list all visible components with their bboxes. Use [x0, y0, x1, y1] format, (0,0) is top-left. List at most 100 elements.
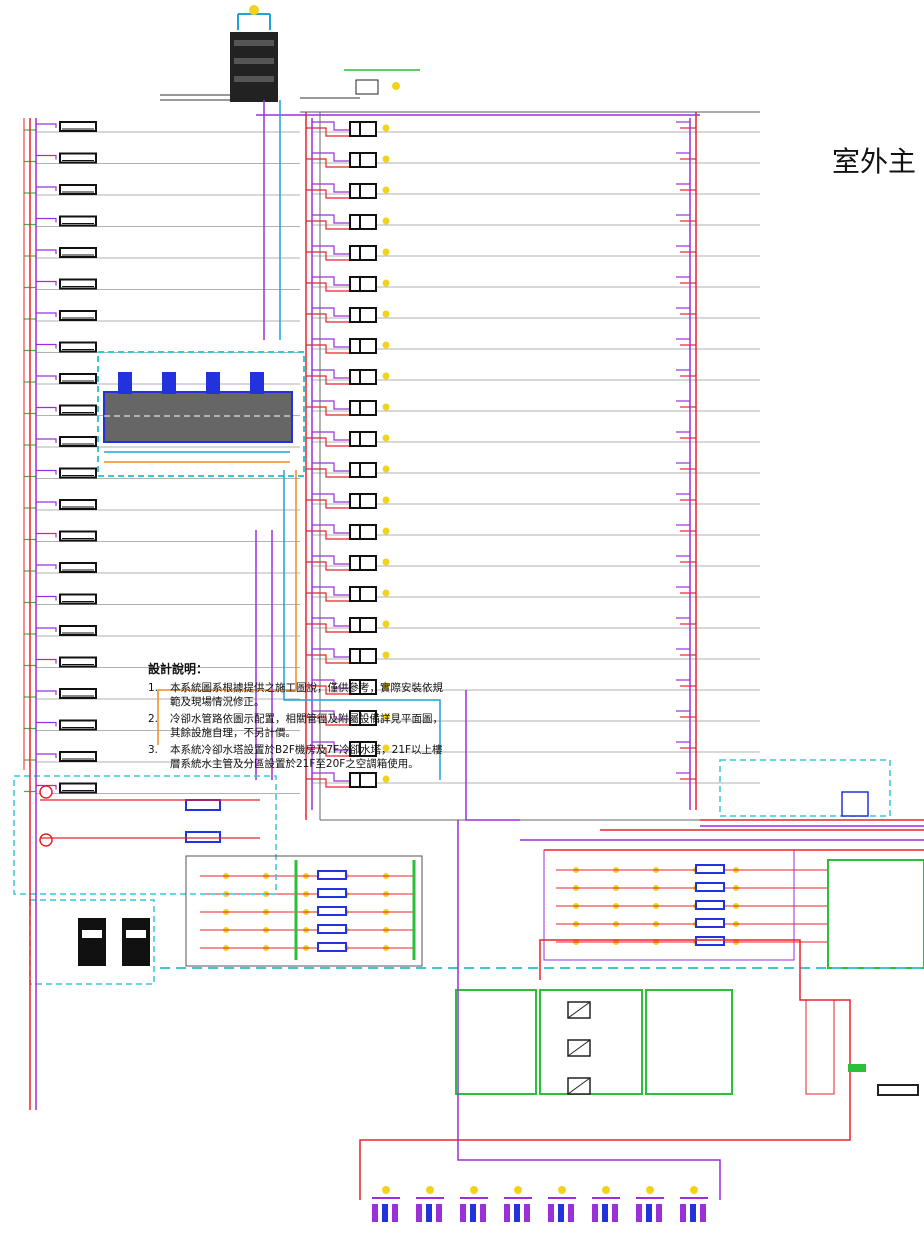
valve-icon [382, 527, 390, 535]
equipment-blocks [200, 864, 828, 952]
fan-coil-unit [59, 215, 97, 227]
air-handler-unit [349, 679, 377, 695]
valve-icon [382, 403, 390, 411]
design-notes: 設計說明： 1. 本系統圖系根據提供之施工圖說，僅供參考，實際安裝依規範及現場情… [148, 660, 448, 774]
fan-coil-unit [59, 656, 97, 668]
pump-icon [416, 1204, 422, 1222]
pump-icon [548, 1204, 554, 1222]
bottom-pump-row [372, 1186, 708, 1222]
fan-coil-unit [59, 436, 97, 447]
valve-icon [382, 682, 390, 690]
air-handler-unit [349, 431, 377, 447]
air-handler-unit [349, 214, 377, 230]
expansion-tank [300, 69, 420, 99]
valve-icon [382, 124, 390, 132]
fan-coil-unit [59, 782, 97, 794]
heat-exchanger-area [359, 690, 919, 1200]
notes-heading: 設計說明： [148, 662, 209, 676]
left-main-risers [23, 118, 37, 1110]
fan-coil-unit [59, 341, 97, 353]
air-handler-unit [349, 772, 377, 788]
fan-coil-unit [59, 688, 97, 699]
left-boilers [29, 899, 155, 985]
note-number: 1. [148, 682, 159, 694]
pump-icon [636, 1204, 642, 1222]
right-chiller-area [160, 759, 924, 969]
air-handler-unit [349, 524, 377, 540]
diagram-title: 室外主 [832, 145, 917, 178]
valve-icon [382, 651, 390, 659]
pump-icon [372, 1204, 378, 1222]
fan-coil-unit [59, 184, 97, 195]
valve-icon [382, 589, 390, 597]
fan-coil-unit [59, 152, 97, 164]
condenser-piping [157, 100, 441, 780]
valve-icon [382, 186, 390, 194]
note-item: 2. 冷卻水管路依圖示配置，相關管徑及附屬設備詳見平面圖，其餘設施自理，不另計價… [148, 712, 448, 740]
air-handler-unit [349, 338, 377, 354]
pump-icon [592, 1204, 598, 1222]
valve-icon [382, 372, 390, 380]
fan-coil-unit [59, 373, 97, 384]
air-handler-unit [349, 369, 377, 385]
valve-icon [382, 248, 390, 256]
note-number: 3. [148, 744, 159, 756]
air-handler-unit [349, 741, 377, 757]
valve-icon [382, 310, 390, 318]
tower-floor-units [306, 121, 760, 788]
note-item: 3. 本系統冷卻水塔設置於B2F機房及7F冷卻水塔，21F以上樓層系統水主管及分… [148, 743, 448, 771]
air-handler-unit [349, 307, 377, 323]
air-handler-unit [349, 245, 377, 261]
valve-icon [382, 775, 390, 783]
note-item: 1. 本系統圖系根據提供之施工圖說，僅供參考，實際安裝依規範及現場情況修正。 [148, 681, 448, 709]
air-handler-unit [349, 648, 377, 664]
cooling-tower-cluster [97, 351, 305, 477]
valve-icon [382, 558, 390, 566]
note-text: 冷卻水管路依圖示配置，相關管徑及附屬設備詳見平面圖，其餘設施自理，不另計價。 [170, 713, 443, 739]
air-handler-unit [349, 617, 377, 633]
valve-icon [382, 155, 390, 163]
air-handler-unit [349, 183, 377, 199]
fan-coil-unit [59, 310, 97, 321]
fan-coil-unit [59, 247, 97, 258]
valve-icon [382, 217, 390, 225]
cooling-tower-top [160, 5, 278, 102]
middle-pump-group [185, 855, 423, 967]
valve-icon [382, 465, 390, 473]
air-handler-unit [349, 121, 377, 137]
valve-icon [382, 620, 390, 628]
fan-coil-unit [59, 467, 97, 479]
fan-coil-unit [59, 499, 97, 510]
pump-icon [460, 1204, 466, 1222]
valve-icon [382, 713, 390, 721]
note-number: 2. [148, 713, 159, 725]
fan-coil-unit [59, 562, 97, 573]
valve-icon [382, 434, 390, 442]
fan-coil-unit [59, 530, 97, 542]
note-text: 本系統圖系根據提供之施工圖說，僅供參考，實際安裝依規範及現場情況修正。 [170, 682, 443, 708]
air-handler-unit [349, 586, 377, 602]
pump-icon [504, 1204, 510, 1222]
air-handler-unit [349, 276, 377, 292]
valve-icon [382, 279, 390, 287]
air-handler-unit [349, 710, 377, 726]
air-handler-unit [349, 400, 377, 416]
fan-coil-unit [59, 751, 97, 762]
fan-coil-unit [59, 625, 97, 636]
fan-coil-unit [59, 278, 97, 290]
valve-icon [382, 341, 390, 349]
fan-coil-unit [59, 121, 97, 132]
air-handler-unit [349, 555, 377, 571]
air-handler-unit [349, 152, 377, 168]
valve-icon [382, 744, 390, 752]
fan-coil-unit [59, 404, 97, 416]
note-text: 本系統冷卻水塔設置於B2F機房及7F冷卻水塔，21F以上樓層系統水主管及分區設置… [170, 744, 443, 770]
pump-icon [680, 1204, 686, 1222]
fan-coil-unit [59, 719, 97, 731]
valve-icon [382, 496, 390, 504]
left-chiller-plant [13, 775, 277, 895]
air-handler-unit [349, 493, 377, 509]
air-handler-unit [349, 462, 377, 478]
fan-coil-unit [59, 593, 97, 605]
